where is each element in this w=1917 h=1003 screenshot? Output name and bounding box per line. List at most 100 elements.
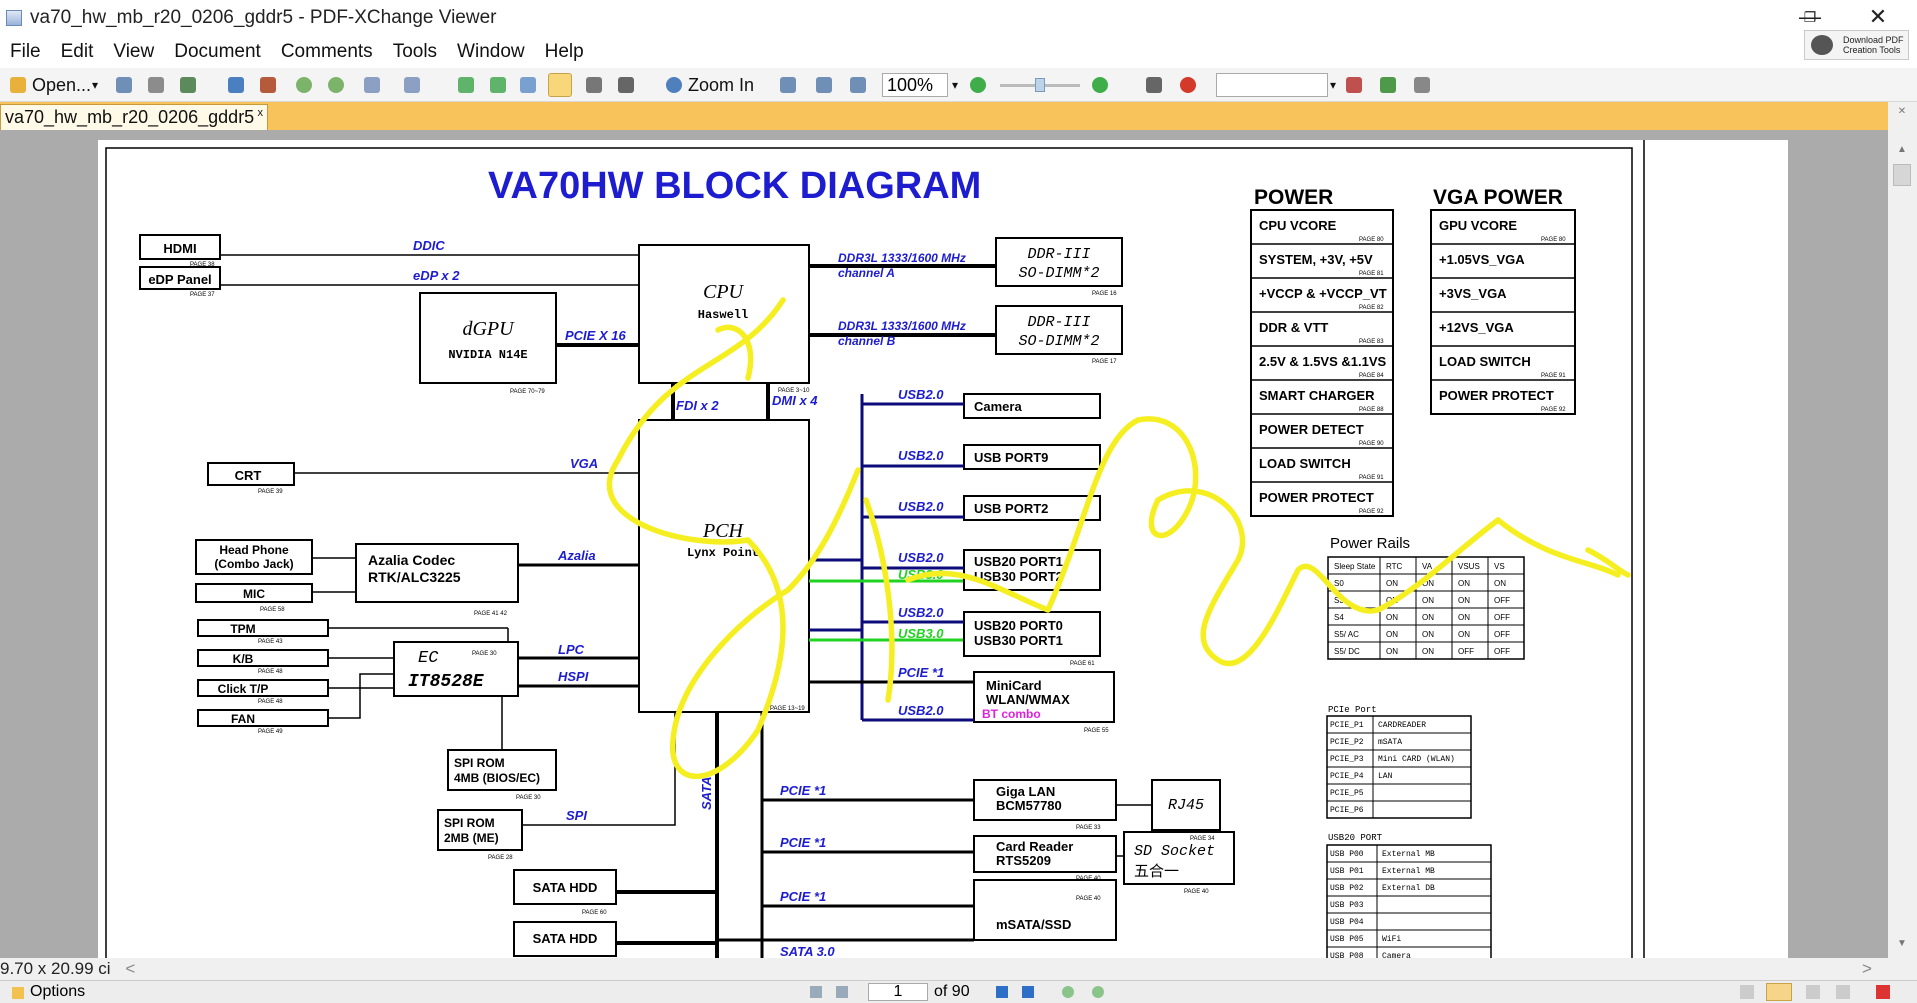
usb20-port-key: USB P02 <box>1330 884 1364 893</box>
loupe-icon[interactable] <box>1146 77 1162 93</box>
menu-document[interactable]: Document <box>174 41 261 62</box>
rails-cell: ON <box>1386 613 1398 622</box>
ocr-icon[interactable] <box>260 77 276 93</box>
power-item: +VCCP & +VCCP_VT <box>1259 286 1387 301</box>
fit-width-icon[interactable] <box>850 77 866 93</box>
tpm-page: PAGE 43 <box>258 639 283 645</box>
cardreader-label: Card Reader <box>996 839 1073 854</box>
tab-close-x-icon[interactable]: ✕ <box>1897 106 1907 117</box>
restore-button[interactable]: ❐ <box>1803 9 1817 25</box>
sign-icon[interactable] <box>1180 77 1196 93</box>
usb20-port-value: External MB <box>1382 867 1435 876</box>
power-frame <box>1250 209 1394 517</box>
scroll-up-icon[interactable]: ▲ <box>1897 144 1907 155</box>
document-view[interactable]: VA70HW BLOCK DIAGRAM HDMI PAGE 38 eDP Pa… <box>0 130 1888 958</box>
error-icon[interactable] <box>1876 985 1890 999</box>
search-input[interactable] <box>1216 73 1328 97</box>
open-dropdown-icon[interactable]: ▾ <box>92 78 99 92</box>
rails-cell: ON <box>1386 630 1398 639</box>
history-back-icon[interactable] <box>1062 986 1074 998</box>
sig-dmi: DMI x 4 <box>772 393 818 408</box>
snapshot-icon[interactable] <box>520 77 536 93</box>
cpu-page: PAGE 3~10 <box>778 388 810 394</box>
pch-block <box>638 419 810 713</box>
rotate-left-icon[interactable] <box>458 77 474 93</box>
usb20-port-key: USB P04 <box>1330 918 1364 927</box>
history-forward-icon[interactable] <box>1092 986 1104 998</box>
open-button[interactable]: Open... <box>32 75 92 95</box>
camera-tool-icon[interactable] <box>586 77 602 93</box>
undo-icon[interactable] <box>364 77 380 93</box>
menu-view[interactable]: View <box>113 41 155 62</box>
previous-page-icon[interactable] <box>836 986 848 998</box>
fit-page-icon[interactable] <box>816 77 832 93</box>
redo-icon[interactable] <box>404 77 420 93</box>
zoom-in-icon <box>666 77 682 93</box>
h-scroll-left-icon[interactable]: < <box>125 959 136 978</box>
minimize-button[interactable]: — <box>1799 4 1821 29</box>
menu-tools[interactable]: Tools <box>392 41 438 62</box>
tab-document[interactable]: va70_hw_mb_r20_0206_gddr5 x <box>0 104 268 130</box>
back-icon[interactable] <box>296 77 312 93</box>
power-item: POWER DETECT <box>1259 422 1364 437</box>
tools-options-icon[interactable] <box>1414 77 1430 93</box>
rails-cell: ON <box>1386 647 1398 656</box>
save-icon[interactable] <box>116 77 132 93</box>
search-dropdown-icon[interactable]: ▾ <box>1330 78 1337 92</box>
email-icon[interactable] <box>228 77 244 93</box>
next-page-icon[interactable] <box>996 986 1008 998</box>
scan-icon[interactable] <box>180 77 196 93</box>
actual-size-icon[interactable] <box>780 77 796 93</box>
pcie-port-key: PCIE_P3 <box>1330 755 1364 764</box>
facing-continuous-icon[interactable] <box>1836 985 1850 999</box>
mic-label: MIC <box>243 587 265 601</box>
menu-window[interactable]: Window <box>457 41 525 62</box>
tab-close-icon[interactable]: x <box>257 107 264 119</box>
close-button[interactable]: ✕ <box>1868 4 1888 29</box>
select-text-icon[interactable] <box>618 77 634 93</box>
last-page-icon[interactable] <box>1022 986 1034 998</box>
scrollbar-thumb[interactable] <box>1893 164 1911 186</box>
print-icon[interactable] <box>148 77 164 93</box>
menu-comments[interactable]: Comments <box>280 41 373 62</box>
find-next-icon[interactable] <box>1380 77 1396 93</box>
vertical-scrollbar[interactable]: ✕ ▲ ▼ <box>1888 102 1917 958</box>
zoom-in-button[interactable]: Zoom In <box>688 75 755 95</box>
h-scroll-right-icon[interactable]: > <box>1862 959 1872 978</box>
hand-tool-icon[interactable] <box>548 73 572 97</box>
satahdd2-block <box>513 921 617 957</box>
power-item: SYSTEM, +3V, +5V <box>1259 252 1373 267</box>
facing-view-icon[interactable] <box>1806 985 1820 999</box>
download-pdf-tools-button[interactable]: Download PDF Creation Tools <box>1804 30 1909 60</box>
rails-cell: S3 <box>1334 596 1344 605</box>
satahdd-page: PAGE 60 <box>582 910 607 916</box>
find-previous-icon[interactable] <box>1346 77 1362 93</box>
options-button[interactable]: Options <box>30 983 86 1000</box>
crt-label: CRT <box>235 468 262 483</box>
menu-file[interactable]: File <box>10 41 41 62</box>
rails-cell: RTC <box>1386 562 1403 571</box>
sig-ddr-b1: DDR3L 1333/1600 MHz <box>838 319 966 333</box>
menu-edit[interactable]: Edit <box>60 41 94 62</box>
page-total: of 90 <box>934 983 970 1000</box>
single-page-view-icon[interactable] <box>1740 985 1754 999</box>
ddr-a-page: PAGE 16 <box>1092 291 1117 297</box>
forward-icon[interactable] <box>328 77 344 93</box>
zoom-slider-thumb[interactable] <box>1035 78 1045 92</box>
azalia-sub: RTK/ALC3225 <box>368 569 461 585</box>
page-number-input[interactable]: 1 <box>868 983 928 1001</box>
sig-usb3-p0: USB3.0 <box>898 626 944 641</box>
vga-power-item-page: PAGE 92 <box>1541 407 1566 413</box>
zoom-out-circle-icon[interactable] <box>970 77 986 93</box>
usb20-port-value: Camera <box>1382 952 1411 958</box>
first-page-icon[interactable] <box>810 986 822 998</box>
power-item-page: PAGE 88 <box>1359 407 1384 413</box>
scroll-down-icon[interactable]: ▼ <box>1897 938 1907 949</box>
menu-help[interactable]: Help <box>544 41 584 62</box>
zoom-level-input[interactable]: 100% <box>882 73 948 97</box>
clicktp-label: Click T/P <box>218 682 269 696</box>
zoom-dropdown-icon[interactable]: ▾ <box>952 78 959 92</box>
continuous-view-icon[interactable] <box>1766 983 1792 1001</box>
zoom-in-circle-icon[interactable] <box>1092 77 1108 93</box>
rotate-right-icon[interactable] <box>490 77 506 93</box>
